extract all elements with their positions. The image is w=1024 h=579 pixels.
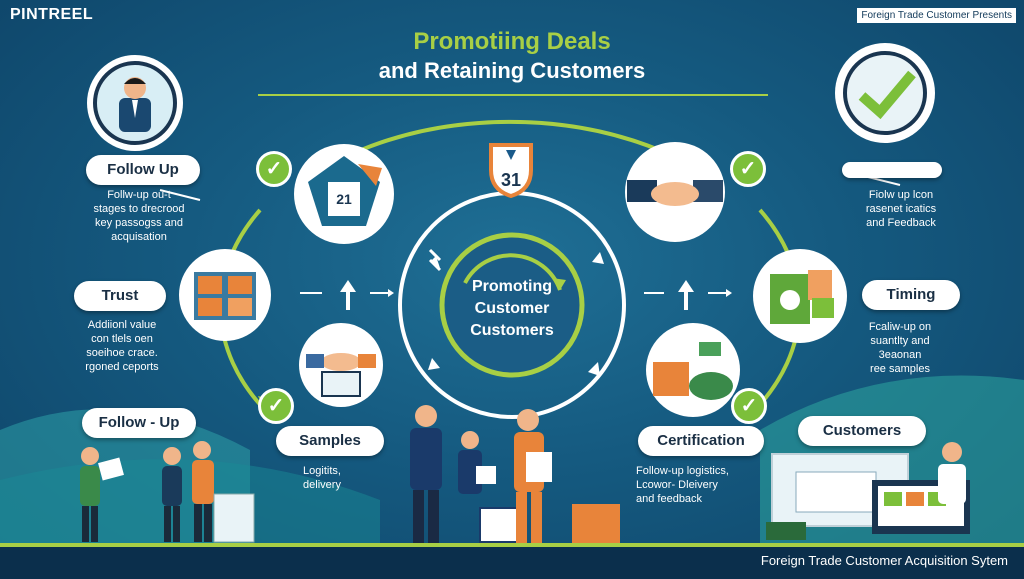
- note-trust: Addiionl value con tlels oen soeihoe cra…: [52, 318, 192, 374]
- stage-timing: Timing: [862, 280, 960, 310]
- check-icon-3: ✓: [258, 388, 294, 424]
- money-stack-icon: [646, 323, 740, 417]
- person-right-icon: [938, 442, 966, 504]
- people-center-illustration: [410, 405, 620, 544]
- handshake-box-icon: [299, 323, 383, 407]
- badge-number: 31: [500, 170, 522, 190]
- center-label: Promoting Customer Customers: [438, 276, 586, 342]
- tagline: Foreign Trade Customer Presents: [857, 8, 1016, 23]
- note-line: acquisation: [111, 231, 167, 243]
- stage-top-right-bar: [842, 162, 942, 178]
- note-line: Addiionl value: [87, 319, 157, 331]
- title-line-1: Promotiing Deals: [413, 28, 611, 55]
- note-line: suantlty and: [870, 335, 930, 347]
- stage-customers: Customers: [798, 416, 926, 446]
- brand-logo: PINTREEL: [10, 6, 94, 23]
- note-line: 3eaonan: [878, 349, 922, 361]
- note-line: ree samples: [870, 363, 930, 375]
- stage-trust: Trust: [74, 281, 166, 311]
- footer-text: Foreign Trade Customer Acquisition Sytem: [760, 553, 1008, 568]
- clock-check-icon: [835, 43, 935, 143]
- clock-person-icon: [87, 55, 183, 151]
- note-line: Fcaliw-up on: [868, 321, 932, 333]
- calendar-badge-icon: [489, 143, 533, 198]
- title-underline: [258, 94, 768, 96]
- note-line: Follow-up logistics,: [636, 465, 729, 477]
- check-icon-2: ✓: [730, 151, 766, 187]
- note-line: Logitits,: [303, 465, 341, 477]
- stage-certification: Certification: [638, 426, 764, 456]
- note-line: stages to drecrood: [93, 203, 185, 215]
- handshake-icon: [625, 142, 725, 242]
- note-line: delivery: [303, 479, 341, 491]
- note-line: and feedback: [636, 493, 703, 505]
- check-icon-1: ✓: [256, 151, 292, 187]
- warehouse-shelf-icon: [179, 249, 271, 341]
- note-line: Fiolw up lcon: [868, 189, 934, 201]
- note-line: and Feedback: [866, 217, 936, 229]
- footer-bar: [0, 543, 1024, 579]
- documents-icon: [753, 249, 847, 343]
- note-line: Follw-up ou-t: [107, 189, 171, 201]
- note-line: soeihoe crace.: [86, 347, 158, 359]
- calendar-icon: 21: [294, 144, 394, 244]
- note-line: con tlels oen: [91, 333, 153, 345]
- note-line: key passogss and: [94, 217, 184, 229]
- note-certification: Follow-up logistics, Lcowor- Dleivery an…: [636, 464, 756, 506]
- center-label-line-2: Customer: [474, 300, 550, 317]
- center-label-line-1: Promoting: [472, 278, 552, 295]
- note-line: rgoned ceports: [85, 361, 159, 373]
- stage-follow-up: Follow Up: [86, 155, 200, 185]
- center-label-line-3: Customers: [470, 322, 554, 339]
- people-left-illustration: [80, 441, 255, 543]
- stage-follow-up-2: Follow - Up: [82, 408, 196, 438]
- note-top-right: Fiolw up lcon rasenet icatics and Feedba…: [846, 188, 956, 230]
- note-follow-up: Follw-up ou-t stages to drecrood key pas…: [64, 188, 214, 244]
- svg-text:21: 21: [336, 191, 352, 207]
- note-samples: Logitits, delivery: [282, 464, 362, 492]
- note-line: Lcowor- Dleivery: [636, 479, 718, 491]
- note-timing: Fcaliw-up on suantlty and 3eaonan ree sa…: [852, 320, 948, 376]
- title-line-2: and Retaining Customers: [378, 58, 646, 83]
- note-line: rasenet icatics: [865, 203, 937, 215]
- stage-samples: Samples: [276, 426, 384, 456]
- check-icon-4: ✓: [731, 388, 767, 424]
